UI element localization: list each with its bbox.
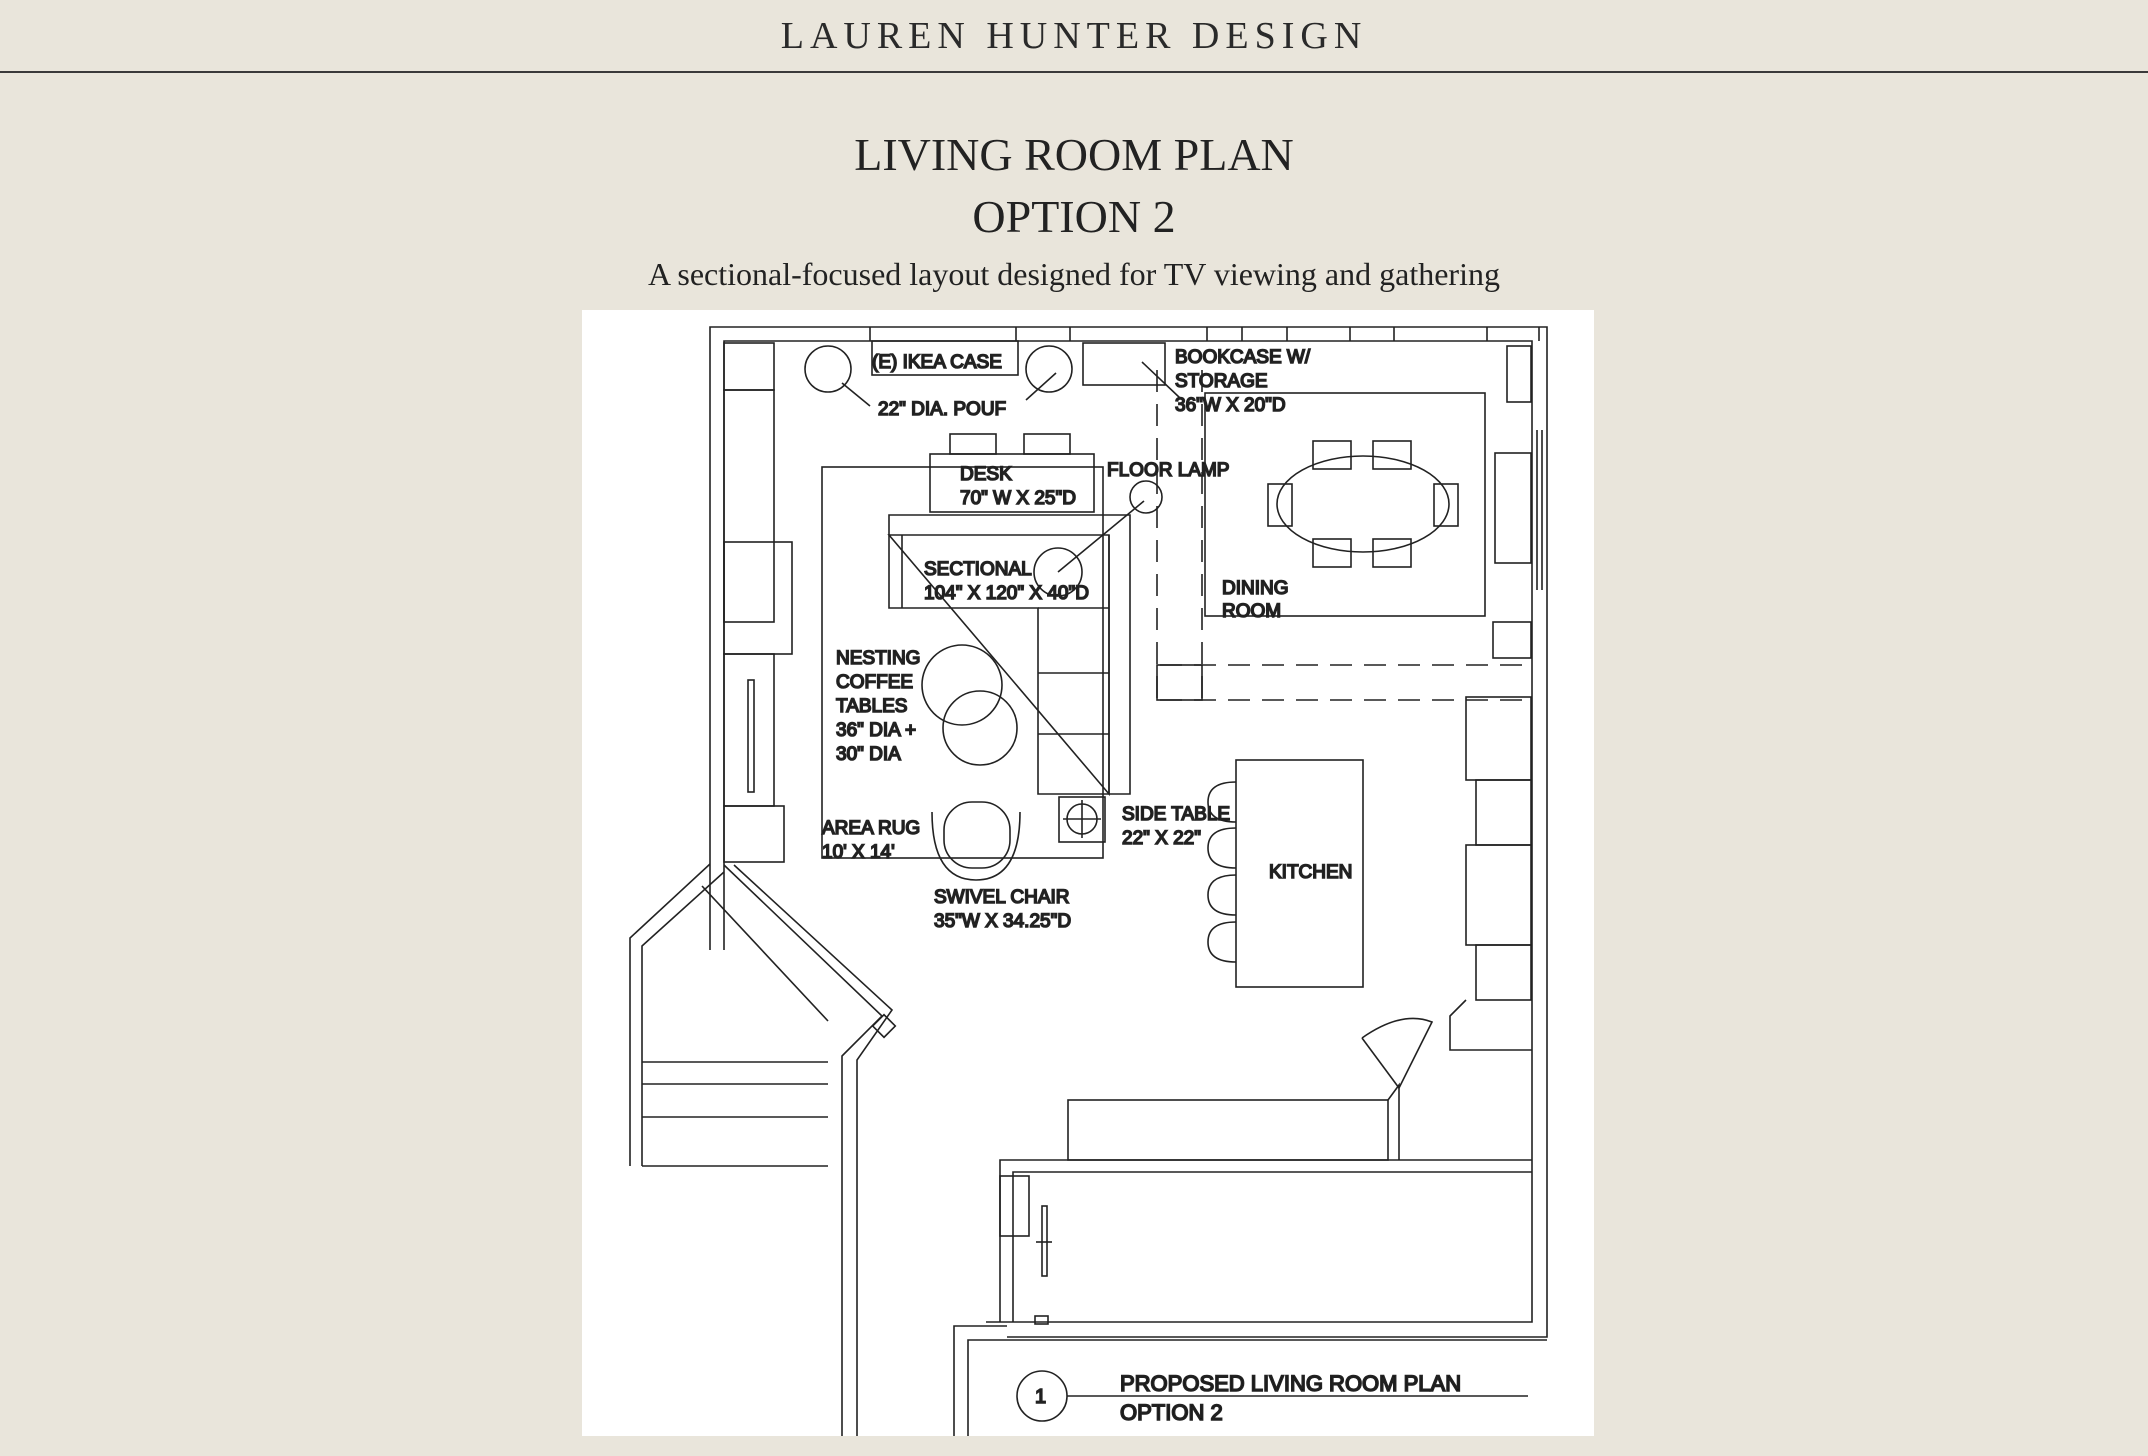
side-table: SIDE TABLE 22" X 22" bbox=[1058, 796, 1231, 850]
desk: DESK 70" W X 25"D bbox=[929, 433, 1095, 513]
dining-dashed-lines bbox=[1156, 370, 1532, 701]
floor-plan-drawing: (E) IKEA CASE 22" DIA. POUF BOOKCASE W/ … bbox=[629, 326, 1548, 1436]
nesting-label-2: COFFEE bbox=[836, 672, 913, 693]
swivel-chair: AREA RUG 10' X 14' SWIVEL CHAIR 35"W X 3… bbox=[821, 801, 1072, 933]
drawing-title-block: 1 PROPOSED LIVING ROOM PLAN OPTION 2 bbox=[1016, 1370, 1528, 1426]
pouf-label: 22" DIA. POUF bbox=[878, 399, 1006, 420]
right-cabinets bbox=[1465, 345, 1532, 1001]
swivel-label-1: SWIVEL CHAIR bbox=[934, 887, 1070, 908]
desk-label-2: 70" W X 25"D bbox=[960, 488, 1076, 509]
bookcase-label-3: 36"W X 20"D bbox=[1175, 395, 1286, 416]
page-title-option: OPTION 2 bbox=[972, 191, 1176, 242]
area-rug bbox=[821, 466, 1104, 859]
side-table-label-2: 22" X 22" bbox=[1122, 828, 1201, 849]
floor-plan-panel: (E) IKEA CASE 22" DIA. POUF BOOKCASE W/ … bbox=[582, 310, 1594, 1436]
bookcase-label-2: STORAGE bbox=[1175, 371, 1268, 392]
swivel-label-2: 35"W X 34.25"D bbox=[934, 911, 1071, 932]
kitchen-island: KITCHEN bbox=[1207, 759, 1364, 988]
right-window bbox=[1536, 430, 1543, 590]
ikea-case-area: (E) IKEA CASE 22" DIA. POUF bbox=[804, 340, 1073, 421]
nesting-label-5: 30" DIA bbox=[836, 744, 901, 765]
nesting-label-1: NESTING bbox=[836, 648, 920, 669]
area-rug-label-1: AREA RUG bbox=[822, 818, 920, 839]
drawing-title-line1: PROPOSED LIVING ROOM PLAN bbox=[1120, 1371, 1461, 1396]
lower-walls bbox=[999, 999, 1532, 1325]
bookcase-label-1: BOOKCASE W/ bbox=[1175, 347, 1311, 368]
sectional-label-2: 104" X 120" X 40"D bbox=[924, 583, 1089, 604]
page-title: LIVING ROOM PLAN bbox=[854, 129, 1294, 180]
bottom-wall bbox=[953, 1325, 1547, 1436]
drawing-title-line2: OPTION 2 bbox=[1120, 1400, 1223, 1425]
kitchen-label: KITCHEN bbox=[1269, 862, 1352, 883]
sectional-sofa: SECTIONAL 104" X 120" X 40"D bbox=[887, 514, 1131, 797]
site-header: LAUREN HUNTER DESIGN bbox=[0, 0, 2148, 73]
floor-lamp: FLOOR LAMP bbox=[1057, 459, 1230, 573]
dining-label-1: DINING bbox=[1222, 578, 1289, 599]
nesting-label-4: 36" DIA + bbox=[836, 720, 916, 741]
desk-label-1: DESK bbox=[960, 464, 1012, 485]
area-rug-label-2: 10' X 14' bbox=[822, 842, 895, 863]
nesting-coffee-tables: NESTING COFFEE TABLES 36" DIA + 30" DIA bbox=[835, 644, 1018, 766]
column-box bbox=[1156, 664, 1203, 701]
floor-lamp-label: FLOOR LAMP bbox=[1107, 460, 1229, 481]
ikea-case-label: (E) IKEA CASE bbox=[872, 352, 1002, 373]
drawing-number: 1 bbox=[1035, 1386, 1046, 1408]
dining-room: DINING ROOM bbox=[1204, 392, 1486, 623]
page-subtitle: A sectional-focused layout designed for … bbox=[648, 256, 1500, 292]
left-built-ins bbox=[723, 342, 793, 863]
nesting-label-3: TABLES bbox=[836, 696, 907, 717]
sectional-label-1: SECTIONAL bbox=[924, 559, 1032, 580]
side-table-label-1: SIDE TABLE bbox=[1122, 804, 1230, 825]
stairs bbox=[629, 863, 897, 1436]
dining-label-2: ROOM bbox=[1222, 601, 1281, 622]
bookcase: BOOKCASE W/ STORAGE 36"W X 20"D bbox=[1082, 342, 1312, 417]
door-swing bbox=[1361, 1017, 1434, 1089]
brand-name: LAUREN HUNTER DESIGN bbox=[780, 14, 1368, 57]
